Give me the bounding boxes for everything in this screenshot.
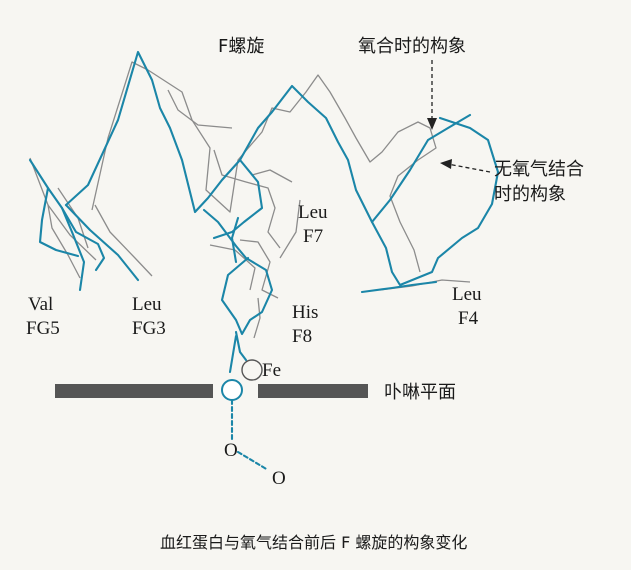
figure-caption: 血红蛋白与氧气结合前后 F 螺旋的构象变化: [160, 533, 467, 552]
label-oxy-conformation: 氧合时的构象: [358, 36, 466, 57]
label-leu-f4-pos: F4: [458, 308, 479, 329]
label-leu-f7-name: Leu: [298, 202, 328, 223]
porphyrin-plane-left-bar: [55, 384, 213, 398]
deoxy-conformation-trace: [29, 61, 471, 339]
label-val-fg5-name: Val: [28, 294, 53, 315]
label-oxygen-top: O: [224, 440, 238, 461]
fe-atom: [241, 359, 263, 381]
label-leu-f4-name: Leu: [452, 284, 482, 305]
fe-heme-center: [221, 379, 243, 401]
porphyrin-plane-right-bar: [258, 384, 368, 398]
label-oxygen-bottom: O: [272, 468, 286, 489]
label-leu-fg3-pos: FG3: [132, 318, 166, 339]
label-fe: Fe: [262, 360, 281, 381]
label-porphyrin-plane: 卟啉平面: [384, 382, 456, 403]
label-leu-f7-pos: F7: [303, 226, 323, 247]
deoxy-pointer-line: [447, 163, 491, 173]
label-f-helix: F螺旋: [218, 36, 264, 57]
label-val-fg5-pos: FG5: [26, 318, 60, 339]
label-leu-fg3-name: Leu: [132, 294, 162, 315]
deoxy-arrowhead: [440, 159, 452, 169]
label-his-f8-pos: F8: [292, 326, 312, 347]
label-deoxy-line2: 时的构象: [494, 184, 566, 205]
label-his-f8-name: His: [292, 302, 318, 323]
label-deoxy-line1: 无氧气结合: [494, 159, 584, 180]
oxy-conformation-trace: [28, 50, 500, 374]
oxy-arrowhead: [427, 118, 437, 130]
